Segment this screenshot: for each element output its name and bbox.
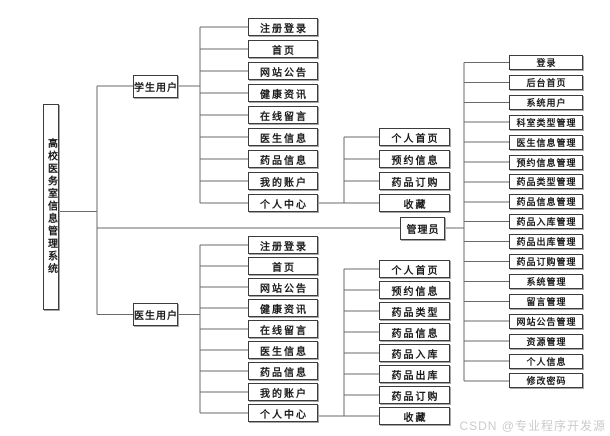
root-node: 高校医务室信息管理系统 bbox=[43, 104, 59, 310]
tree-node: 在线留言 bbox=[248, 320, 318, 338]
watermark: CSDN @专业程序开发源 bbox=[459, 419, 606, 433]
tree-node: 收藏 bbox=[379, 194, 450, 212]
tree-node: 后台首页 bbox=[509, 74, 583, 90]
tree-node: 登录 bbox=[509, 55, 583, 70]
tree-node: 留言管理 bbox=[509, 293, 583, 309]
tree-node: 个人中心 bbox=[248, 194, 318, 212]
tree-node: 药品信息 bbox=[379, 323, 450, 341]
tree-node: 个人首页 bbox=[379, 128, 450, 146]
tree-node: 健康资讯 bbox=[248, 299, 318, 317]
tree-node: 注册登录 bbox=[248, 18, 318, 36]
tree-node: 首页 bbox=[248, 257, 318, 275]
tree-node: 预约信息 bbox=[379, 150, 450, 168]
tree-node: 药品订购 bbox=[379, 386, 450, 404]
tree-node: 预约信息管理 bbox=[509, 154, 583, 170]
tree-node: 收藏 bbox=[379, 407, 450, 425]
tree-node: 药品订购 bbox=[379, 172, 450, 190]
student-user-node: 学生用户 bbox=[133, 74, 178, 98]
tree-node: 药品类型 bbox=[379, 302, 450, 320]
tree-node: 药品出库 bbox=[379, 365, 450, 383]
tree-node: 网站公告 bbox=[248, 278, 318, 296]
tree-node: 医生信息管理 bbox=[509, 134, 583, 150]
tree-node: 药品信息管理 bbox=[509, 194, 583, 210]
tree-node: 医生信息 bbox=[248, 341, 318, 359]
tree-node: 医生信息 bbox=[248, 128, 318, 146]
tree-node: 网站公告 bbox=[248, 62, 318, 80]
tree-node: 系统管理 bbox=[509, 273, 583, 289]
tree-node: 药品信息 bbox=[248, 150, 318, 168]
tree-node: 药品出库管理 bbox=[509, 234, 583, 250]
tree-node: 在线留言 bbox=[248, 106, 318, 124]
tree-node: 药品类型管理 bbox=[509, 174, 583, 190]
admin-node: 管理员 bbox=[400, 216, 445, 240]
tree-node: 系统用户 bbox=[509, 94, 583, 110]
tree-node: 药品信息 bbox=[248, 362, 318, 380]
doctor-user-node: 医生用户 bbox=[133, 303, 178, 326]
tree-node: 网站公告管理 bbox=[509, 313, 583, 329]
tree-node: 修改密码 bbox=[509, 373, 583, 389]
tree-node: 注册登录 bbox=[248, 236, 318, 254]
tree-node: 资源管理 bbox=[509, 333, 583, 349]
tree-node: 健康资讯 bbox=[248, 84, 318, 102]
tree-node: 药品入库管理 bbox=[509, 214, 583, 230]
tree-node: 科室类型管理 bbox=[509, 114, 583, 130]
tree-node: 药品入库 bbox=[379, 344, 450, 362]
tree-node: 个人首页 bbox=[379, 260, 450, 278]
tree-node: 预约信息 bbox=[379, 281, 450, 299]
tree-node: 首页 bbox=[248, 40, 318, 58]
tree-node: 药品订购管理 bbox=[509, 254, 583, 269]
tree-node: 个人信息 bbox=[509, 353, 583, 369]
tree-node: 个人中心 bbox=[248, 404, 318, 422]
tree-node: 我的账户 bbox=[248, 383, 318, 401]
tree-node: 我的账户 bbox=[248, 172, 318, 190]
